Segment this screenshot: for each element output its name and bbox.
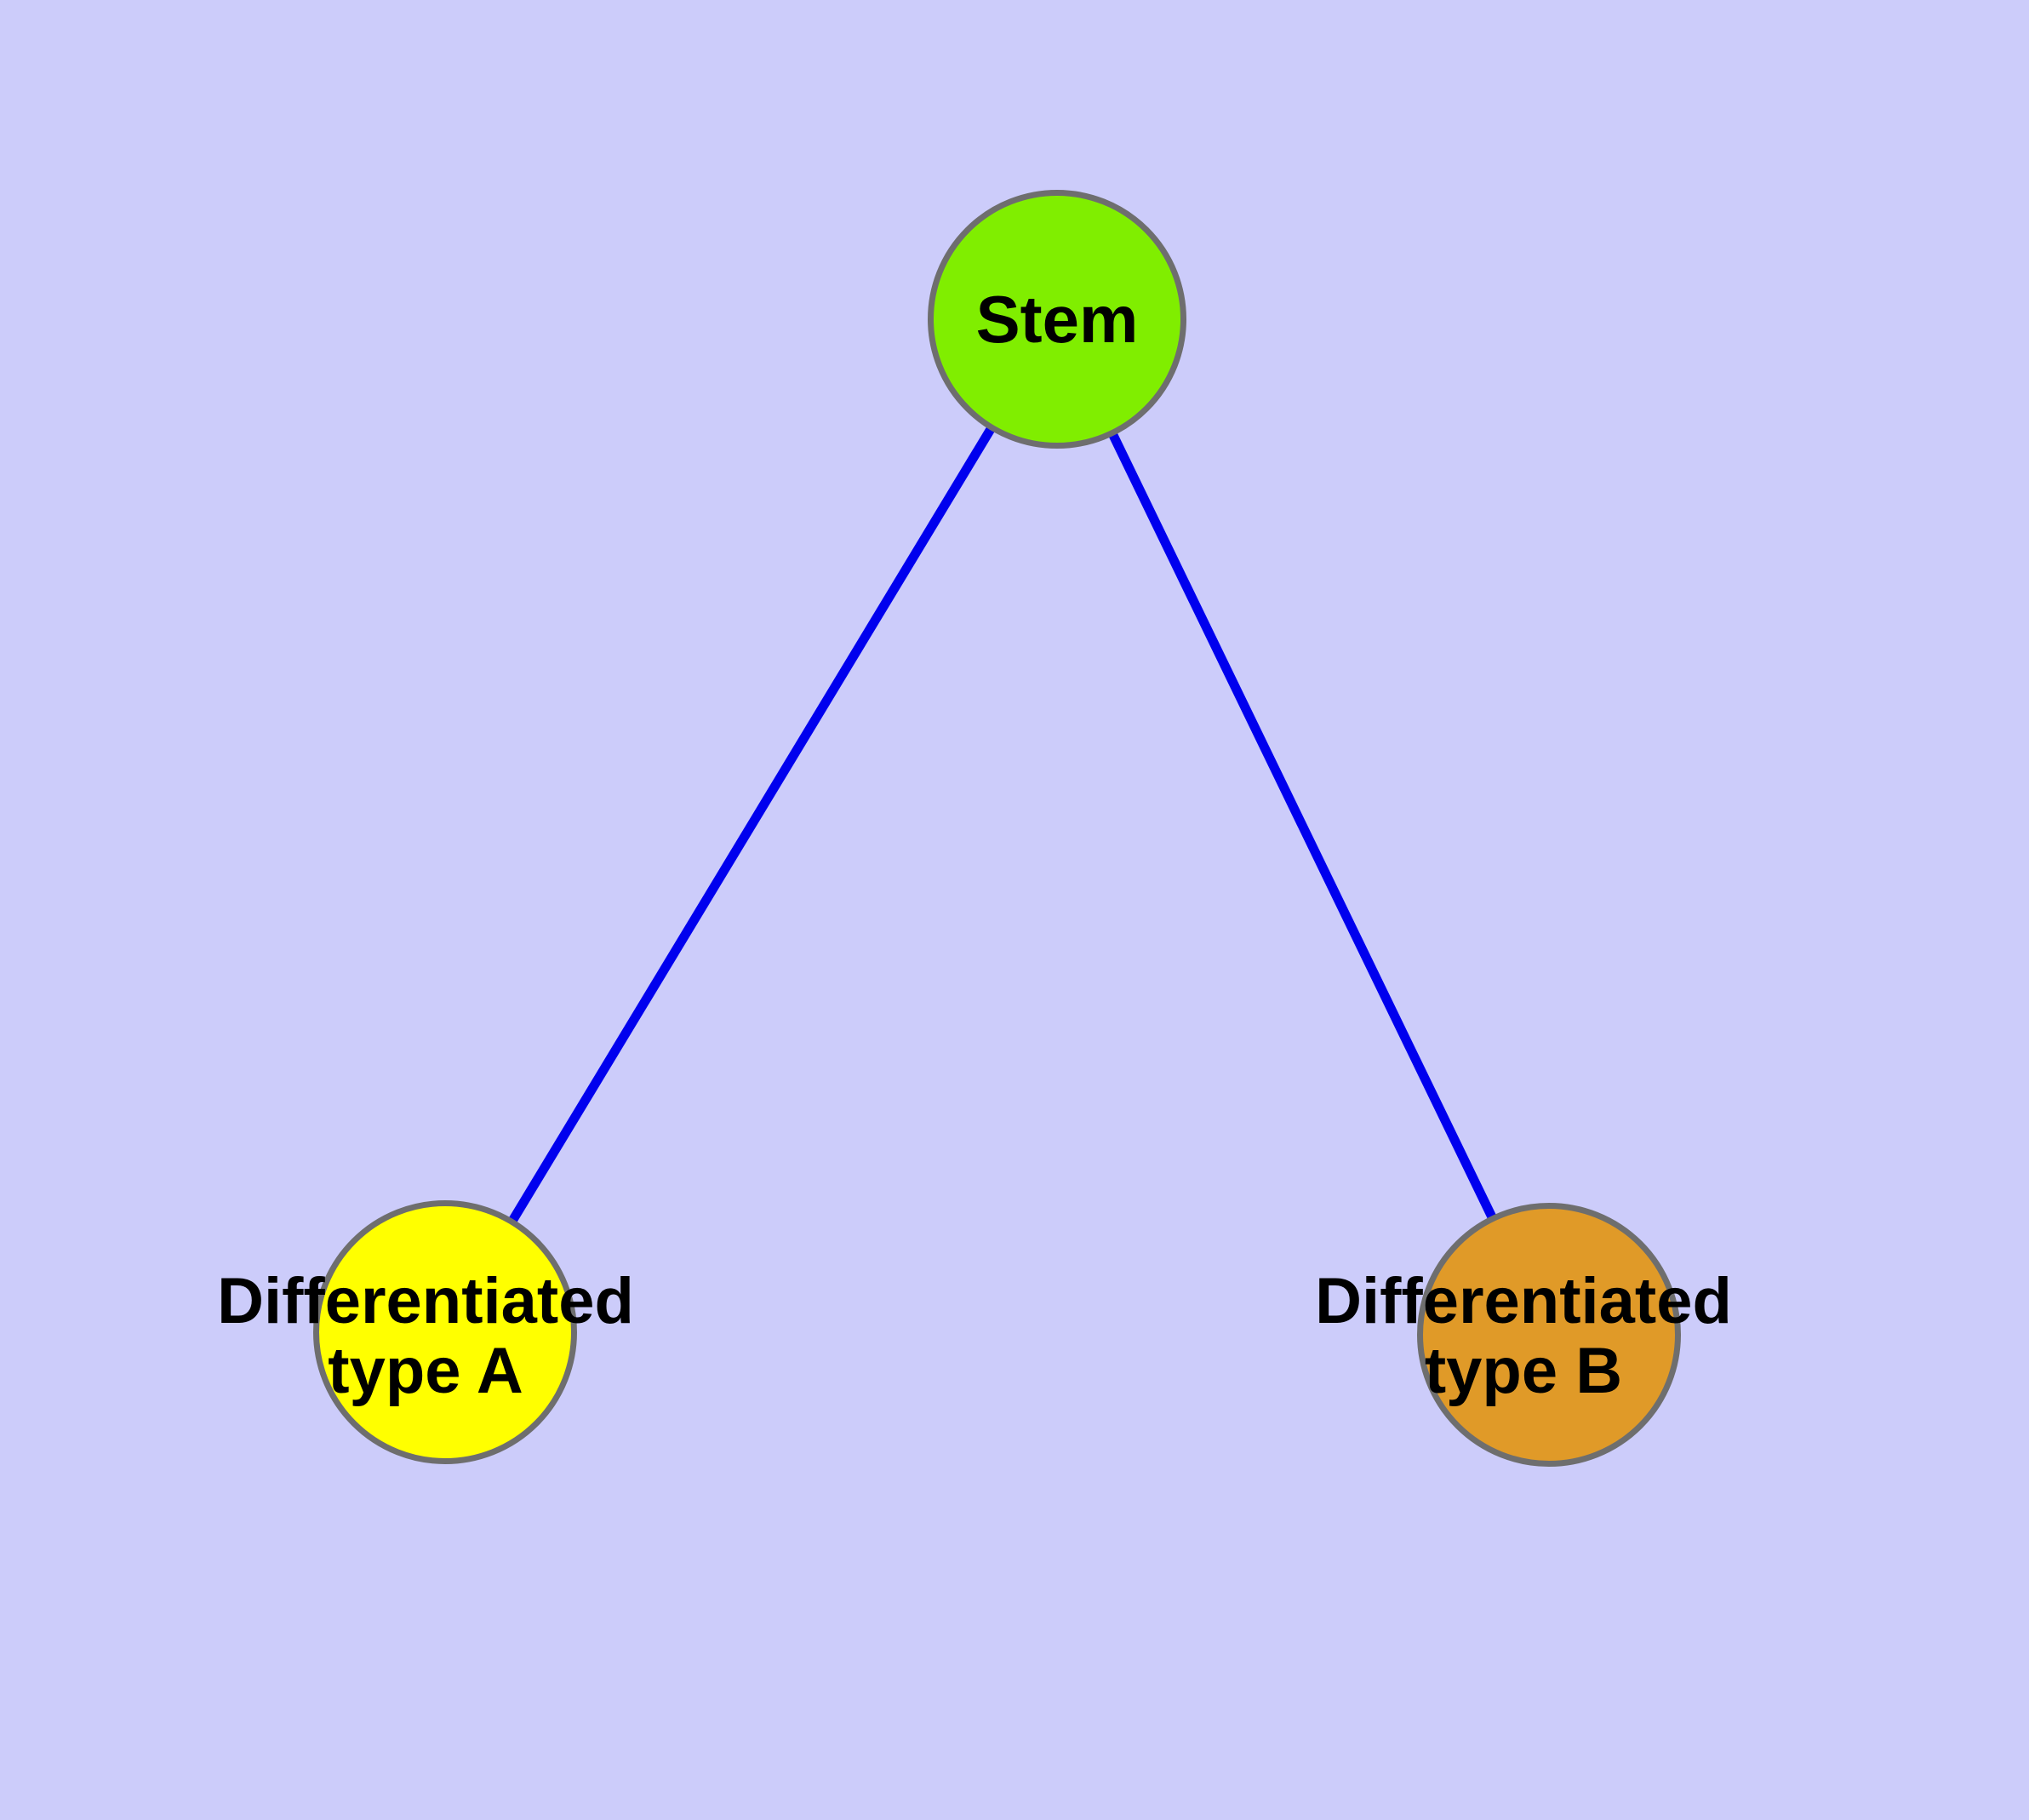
graph-node-stem[interactable] <box>928 190 1186 449</box>
graph-node-diff_b[interactable] <box>1417 1203 1681 1467</box>
graph-edge-stem-diff_b[interactable] <box>1108 432 1497 1220</box>
edge-layer <box>508 426 1497 1223</box>
node-layer <box>313 190 1681 1467</box>
graph-node-diff_a[interactable] <box>313 1200 577 1464</box>
graph-edge-stem-diff_a[interactable] <box>508 426 996 1223</box>
